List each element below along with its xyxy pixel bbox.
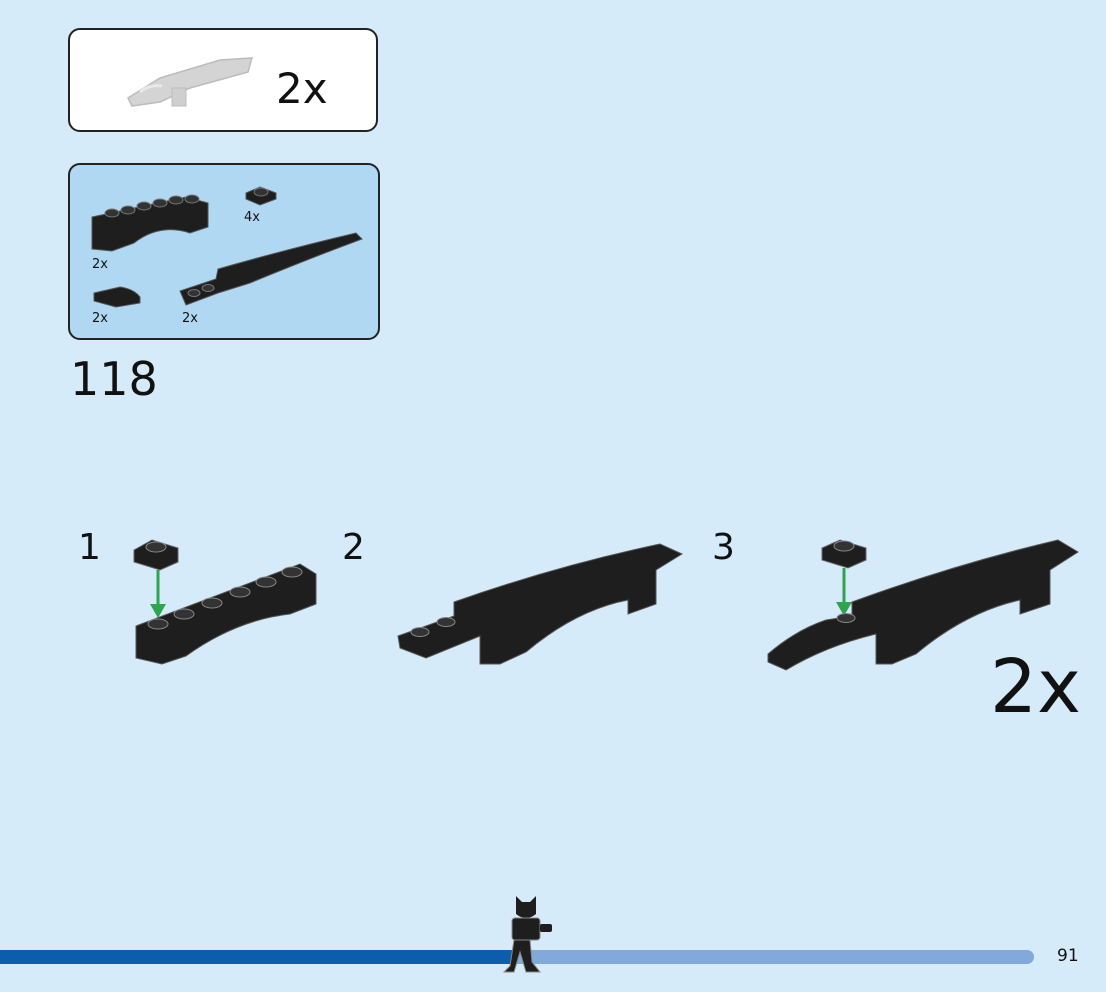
parts-quantity-plate: 4x [244, 210, 260, 225]
minifigure-progress-icon [502, 896, 552, 973]
progress-bar-completed [0, 950, 512, 964]
parts-quantity-slope: 2x [92, 311, 108, 326]
substep-3-illustration [767, 539, 1079, 671]
callout-quantity: 2x [276, 64, 328, 113]
page-number: 91 [1057, 946, 1079, 966]
curved-slope-icon [93, 286, 141, 308]
subassembly-preview-icon [127, 57, 254, 107]
result-quantity: 2x [990, 644, 1081, 730]
parts-quantity-arch: 2x [92, 257, 108, 272]
long-curved-slope-icon [179, 232, 363, 306]
parts-quantity-long-slope: 2x [182, 311, 198, 326]
arch-brick-icon [91, 194, 209, 252]
substep-2-illustration [397, 543, 684, 665]
parts-list: 2x 4x 2x 2x [68, 163, 380, 340]
substep-1-illustration [133, 539, 317, 665]
substep-3-number: 3 [712, 527, 735, 568]
substep-1-number: 1 [78, 527, 101, 568]
plate-1x1-icon [245, 186, 277, 206]
progress-bar-remaining [512, 950, 1034, 964]
subassembly-callout: 2x [68, 28, 378, 132]
substep-2-number: 2 [342, 527, 365, 568]
step-number: 118 [70, 352, 158, 406]
